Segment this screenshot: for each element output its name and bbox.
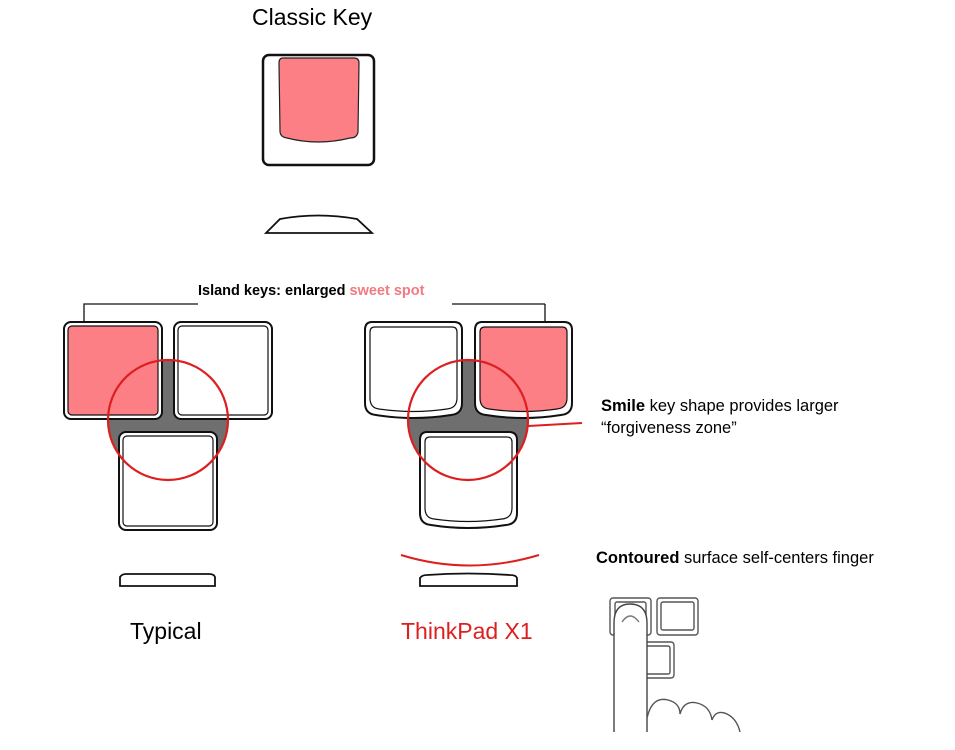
typical-key-topright [173, 321, 273, 420]
typical-cluster [63, 321, 273, 531]
island-keys-label: Island keys: enlarged sweet spot [198, 283, 424, 299]
smile-callout-line [527, 422, 583, 427]
classic-sweet-spot [278, 57, 360, 143]
classic-key [261, 53, 376, 167]
x1-key-profile [419, 572, 518, 587]
typical-forgiveness-circle [106, 358, 230, 482]
smile-bold: Smile [601, 397, 646, 415]
smile-annotation: Smile key shape provides larger “forgive… [601, 395, 839, 439]
classic-key-profile [263, 214, 375, 234]
classic-key-title: Classic Key [252, 4, 373, 30]
contour-bold: Contoured [596, 549, 680, 567]
finger-illustration [609, 597, 741, 733]
sweet-spot-highlight: sweet spot [349, 283, 425, 299]
smile-line1-text: key shape provides larger [645, 397, 839, 415]
contour-arc [400, 554, 540, 567]
contour-annotation: Contoured surface self-centers finger [596, 549, 874, 568]
typical-caption: Typical [130, 618, 202, 644]
x1-caption: ThinkPad X1 [401, 618, 533, 644]
island-keys-text: Island keys: enlarged [198, 283, 350, 299]
x1-forgiveness-circle [406, 358, 530, 482]
x1-key-topleft [364, 321, 463, 419]
typical-key-profile [119, 573, 216, 587]
smile-annotation-line2: “forgiveness zone” [601, 419, 737, 437]
x1-key-topright [474, 321, 573, 419]
typical-key-topleft [63, 321, 163, 420]
smile-annotation-line1: Smile key shape provides larger [601, 395, 839, 417]
contour-rest-text: surface self-centers finger [679, 549, 874, 567]
x1-cluster [364, 321, 573, 529]
